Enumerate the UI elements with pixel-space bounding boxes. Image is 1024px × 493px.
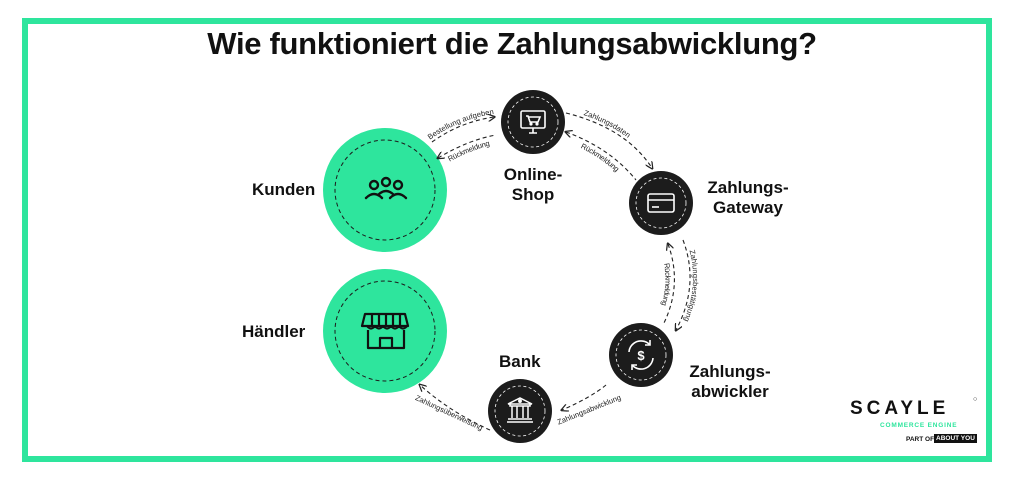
flow-label-rueckmeldung-1: Rückmeldung — [446, 139, 490, 164]
credit-card-icon — [647, 193, 675, 213]
dollar-cycle-icon: $ — [628, 340, 654, 370]
scayle-logo: SCAYLE ○ COMMERCE ENGINE PART OF ABOUT Y… — [850, 396, 990, 458]
label-online-shop: Online-Shop — [503, 165, 563, 204]
node-haendler — [323, 269, 447, 393]
arrow-rueckmeldung-3 — [662, 244, 675, 326]
arrow-zahlungsdaten — [565, 112, 652, 168]
arrow-zahlungsabwicklung — [562, 384, 607, 410]
svg-text:$: $ — [637, 348, 645, 363]
label-haendler: Händler — [242, 322, 306, 341]
cart-monitor-icon — [520, 110, 546, 134]
logo-subtitle: COMMERCE ENGINE — [880, 422, 958, 429]
flow-label-rueckmeldung-2: Rückmeldung — [579, 142, 621, 174]
registered-mark-icon: ○ — [973, 396, 978, 403]
label-abwickler: Zahlungs-abwickler — [689, 362, 771, 401]
label-bank: Bank — [499, 352, 541, 371]
arrow-rueckmeldung-1 — [438, 134, 497, 158]
flow-label-bestellung: Bestellung aufgeben — [426, 107, 494, 141]
bank-icon — [507, 397, 533, 423]
flow-label-ueberweisung: Zahlungsüberweisung — [414, 393, 484, 432]
store-icon — [360, 312, 410, 350]
logo-brand: ABOUT YOU — [934, 434, 977, 443]
arrow-zahlungsueberweisung — [420, 385, 491, 431]
flow-label-zahlungsdaten: Zahlungsdaten — [583, 108, 633, 139]
node-gateway — [629, 171, 693, 235]
label-kunden: Kunden — [252, 180, 316, 199]
page-title: Wie funktioniert die Zahlungsabwicklung? — [207, 26, 817, 61]
arrow-rueckmeldung-2 — [566, 132, 637, 181]
node-bank — [488, 379, 552, 443]
label-gateway: Zahlungs-Gateway — [707, 178, 789, 217]
flow-label-rueckmeldung-3: Rückmeldung — [659, 262, 672, 307]
arrow-zahlungsbestaetigung — [676, 239, 691, 330]
node-abwickler — [609, 323, 673, 387]
flow-label-zahlungsbestaetigung: Zahlungsbestätigung — [682, 249, 700, 323]
logo-part-of: PART OF — [906, 436, 935, 443]
logo-wordmark: SCAYLE — [850, 398, 950, 419]
people-icon — [364, 176, 408, 200]
flow-label-abwicklung: Zahlungsabwicklung — [556, 393, 622, 427]
